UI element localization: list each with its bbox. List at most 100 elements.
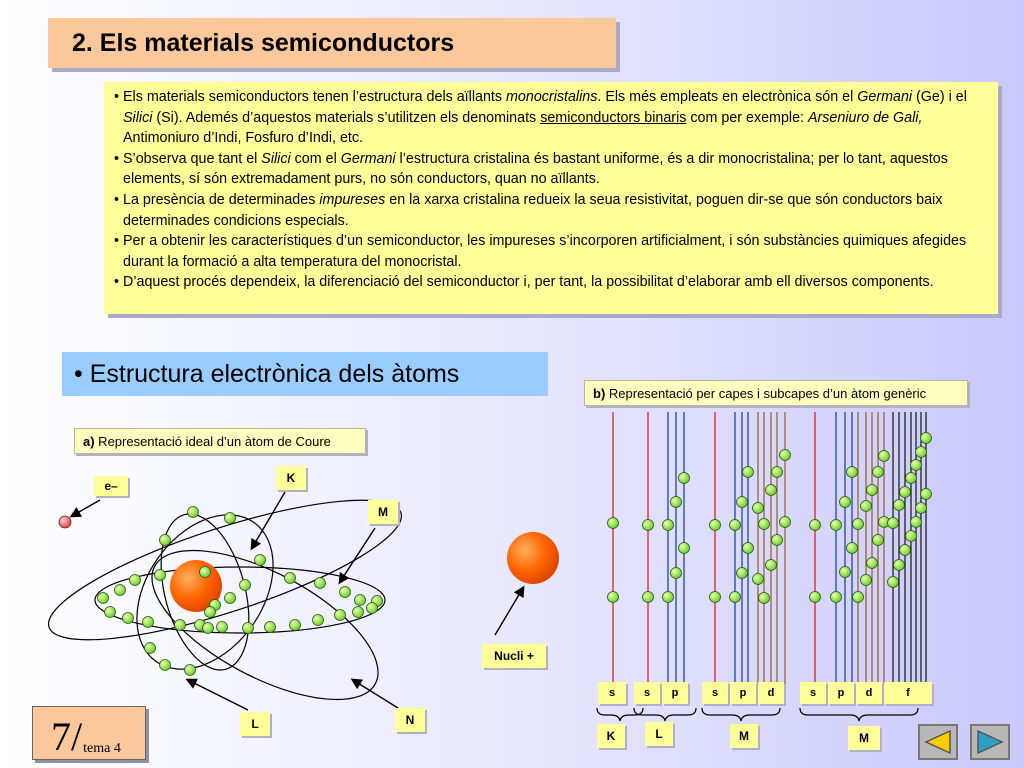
atom-electron (224, 592, 236, 604)
subshell-electron (670, 567, 682, 579)
section-subtitle: Estructura electrònica dels àtoms (89, 359, 460, 388)
subshell-electron (729, 519, 741, 531)
atom-electron (199, 566, 211, 578)
caption-a: a) Representació ideal d’un àtom de Cour… (74, 428, 366, 454)
page-number: 7/ (51, 714, 83, 759)
subshell-electron (915, 446, 927, 458)
subshell-electron (866, 557, 878, 569)
atom-electron (159, 659, 171, 671)
subshell-electron (765, 484, 777, 496)
subshell-electron (758, 592, 770, 604)
subshell-electron (742, 466, 754, 478)
subshell-label-s: s (598, 682, 626, 704)
atom-electron (254, 554, 266, 566)
atom-electron (144, 642, 156, 654)
subshell-label-s: s (800, 682, 826, 704)
next-arrow-icon (977, 729, 1004, 755)
atom-electron (314, 577, 326, 589)
subshell-electron (852, 518, 864, 530)
subshell-electron (905, 472, 917, 484)
atom-electron (104, 606, 116, 618)
subshell-electron (729, 591, 741, 603)
subshell-electron (915, 502, 927, 514)
label-shell-n: N (395, 708, 425, 732)
caption-b: b) Representació per capes i subcapes d’… (584, 380, 968, 406)
subshell-electron (678, 542, 690, 554)
atom-electron (354, 594, 366, 606)
atom-electron (159, 534, 171, 546)
subshell-electron (642, 519, 654, 531)
subshell-electron (736, 567, 748, 579)
subshell-label-f: f (884, 682, 932, 704)
subshell-electron (830, 519, 842, 531)
subshell-electron (758, 518, 770, 530)
atom-electron (129, 574, 141, 586)
atom-electron (366, 602, 378, 614)
label-shell-m: M (368, 500, 398, 524)
copper-atom-diagram (47, 491, 559, 711)
subshell-label-s: s (634, 682, 660, 704)
subshell-label-d: d (856, 682, 882, 704)
subshell-electron (662, 591, 674, 603)
m-arrow (338, 527, 376, 585)
subshell-diagram (596, 412, 932, 722)
subshell-electron (872, 466, 884, 478)
subshell-electron (866, 484, 878, 496)
shell-label-m2: M (848, 726, 880, 750)
l-arrow (185, 678, 249, 711)
nucleus-arrow (494, 585, 525, 636)
brace-m1 (701, 707, 781, 722)
subshell-electron (887, 576, 899, 588)
subshell-electron (839, 566, 851, 578)
subshell-electron (678, 472, 690, 484)
k-arrow (250, 491, 286, 551)
e-arrow (69, 499, 101, 518)
atom-electron (187, 506, 199, 518)
atom-electron (284, 572, 296, 584)
bullet-text-box: Els materials semiconductors tenen l’est… (104, 82, 998, 314)
brace-m2 (799, 707, 919, 722)
brace-k (596, 707, 644, 722)
subshell-electron (642, 591, 654, 603)
subshell-electron (709, 519, 721, 531)
highlight-electron (58, 515, 72, 529)
next-button[interactable] (970, 724, 1010, 760)
prev-button[interactable] (918, 724, 958, 760)
label-shell-k: K (276, 466, 306, 490)
orbit-2 (94, 566, 386, 634)
atom-electron (97, 592, 109, 604)
subshell-label-p: p (730, 682, 756, 704)
label-electron: e– (94, 476, 128, 496)
subshell-electron (893, 559, 905, 571)
atom-electron (114, 584, 126, 596)
page-suffix: tema 4 (83, 741, 121, 756)
page-number-box: 7/ tema 4 (32, 706, 146, 760)
subshell-label-d: d (758, 682, 784, 704)
subshell-electron (607, 517, 619, 529)
atom-electron (352, 606, 364, 618)
atom-electron (334, 609, 346, 621)
separate-nucleus (507, 532, 559, 584)
subshell-electron (852, 591, 864, 603)
subshell-electron (771, 534, 783, 546)
atom-electron (154, 569, 166, 581)
subshell-electron (830, 591, 842, 603)
subshell-electron (752, 502, 764, 514)
caption-b-text: Representació per capes i subcapes d’un … (605, 385, 927, 401)
subshell-electron (846, 542, 858, 554)
subshell-electron (887, 517, 899, 529)
subshell-electron (779, 449, 791, 461)
n-arrow (350, 678, 399, 709)
shell-label-l: L (645, 722, 673, 746)
subshell-electron (920, 432, 932, 444)
subshell-electron (709, 591, 721, 603)
atom-electron (184, 664, 196, 676)
subshell-electron (736, 496, 748, 508)
subshell-label-s: s (702, 682, 728, 704)
orbit-1 (47, 499, 403, 641)
atom-electron (202, 622, 214, 634)
subshell-electron (899, 544, 911, 556)
subshell-electron (860, 574, 872, 586)
atom-electron (224, 512, 236, 524)
slide-title-box: 2. Els materials semiconductors (48, 18, 616, 68)
